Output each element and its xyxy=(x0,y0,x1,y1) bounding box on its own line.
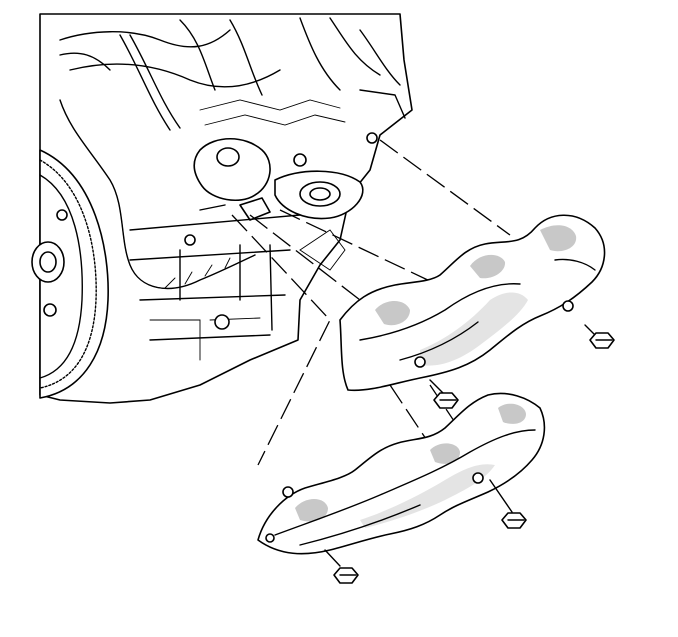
bolt-center xyxy=(429,379,459,409)
wiring-harness xyxy=(59,99,256,290)
upper-heat-shield xyxy=(339,214,606,392)
bolt-right-lower xyxy=(489,479,527,529)
engine-block xyxy=(39,13,413,404)
lower-heat-shield xyxy=(257,392,546,555)
bolt-left-lower xyxy=(324,549,359,584)
flywheel xyxy=(31,149,109,399)
bolt-right-upper xyxy=(584,324,615,349)
